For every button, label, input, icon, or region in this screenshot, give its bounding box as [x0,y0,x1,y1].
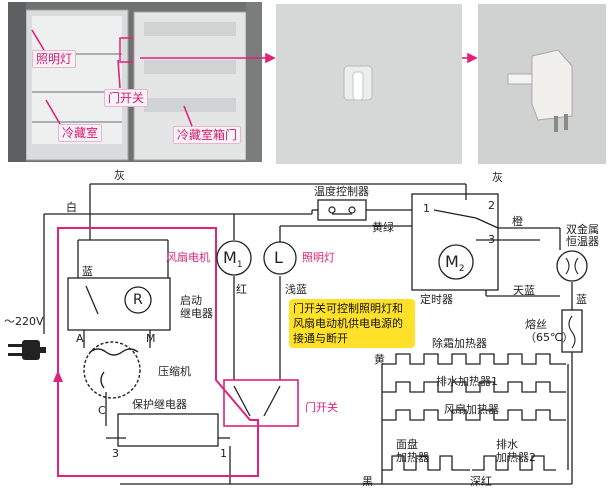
terminal-3: 3 [112,447,119,460]
wire-label-blue-relay: 蓝 [82,265,93,278]
compressor-label: 压缩机 [158,365,191,378]
current-loop [57,227,259,477]
relay-coil-symbol [124,286,152,314]
wire-label-yellow: 黄 [374,353,385,366]
label-door-switch: 门开关 [104,89,149,107]
timer-motor-symbol [438,244,474,280]
lamp-label: 照明灯 [302,251,335,264]
heater-elements [382,353,566,471]
timer-motor-symbol-text: M2 [445,252,465,275]
wire-label-black: 黑 [362,475,373,488]
terminal-m: M [146,332,156,345]
terminal-c: C [98,404,106,417]
lamp-symbol-text: L [274,248,283,267]
callout-arrows [31,29,478,127]
wire-label-gray-left: 灰 [114,169,125,182]
drain-heater2-element [472,455,556,471]
door-switch-note: 门开关可控制照明灯和风扇电动机供电电源的接通与断开 [289,299,415,348]
fan-motor-symbol-text: M1 [223,248,243,271]
switch-photo-side [478,4,606,164]
compressor-windings [83,341,141,399]
label-fridge-compartment: 冷藏室 [58,124,103,142]
panel-heater-element [382,455,470,471]
wire-label-sky-blue: 天蓝 [513,284,535,297]
wires [43,183,573,485]
thermostat-label: 温度控制器 [314,185,369,198]
fan-heater-element [382,409,566,421]
terminal-a: A [76,332,84,345]
fan-motor-label: 风扇电机 [166,251,210,264]
protector-label: 保护继电器 [132,398,187,411]
label-compartment-door: 冷藏室箱门 [173,126,242,144]
drain-heater1-element [382,381,566,393]
start-relay-label: 启动 继电器 [180,294,213,320]
switch-front-illustration [276,4,462,164]
defrost-heater-element [382,353,566,365]
lamp-symbol [263,241,297,275]
switch-photo-front [276,4,462,164]
fridge-photo [8,2,262,162]
switch-side-illustration [478,4,606,164]
wire-label-blue-right: 蓝 [576,293,587,306]
wire-label-white: 白 [66,201,77,214]
wire-label-light-blue: 浅蓝 [285,283,307,296]
relay-symbol-text: R [133,292,143,308]
timer-terminal-2: 2 [488,199,495,212]
loop-arrow [53,370,63,382]
wire-label-gray-right: 灰 [492,171,503,184]
power-plug [8,340,46,360]
timer-terminal-3: 3 [488,233,495,246]
fuse-label: 熔丝 （65℃） [525,318,574,344]
voltage-label: ～220V [4,315,44,328]
wire-label-red: 红 [236,283,247,296]
wire-label-orange: 橙 [512,215,523,228]
terminal-1: 1 [220,447,227,460]
panel-heater-label: 面盘 加热器 [396,438,429,464]
fuse-symbol [561,309,583,353]
timer-label: 定时器 [420,293,453,306]
label-light: 照明灯 [32,50,77,68]
fan-motor-symbol [216,240,252,276]
door-switch-label: 门开关 [305,401,338,414]
door-switch-box [223,379,299,427]
defrost-heater-label: 除霜加热器 [432,337,487,350]
wire-label-yellow-green: 黄绿 [372,221,394,234]
drain-heater2-label: 排水 加热器2 [496,438,536,464]
bimetal-label: 双金属 恒温器 [566,223,599,248]
fan-heater-label: 风扇加热器 [444,403,499,416]
timer-terminal-1: 1 [423,202,430,215]
fridge-illustration [8,2,262,162]
drain-heater1-label: 排水加热器1 [436,375,498,388]
thermostat-symbol [317,199,367,221]
wire-label-deep-red: 深红 [470,475,492,488]
timer-switch [433,209,499,241]
bimetal-symbol [556,250,588,282]
